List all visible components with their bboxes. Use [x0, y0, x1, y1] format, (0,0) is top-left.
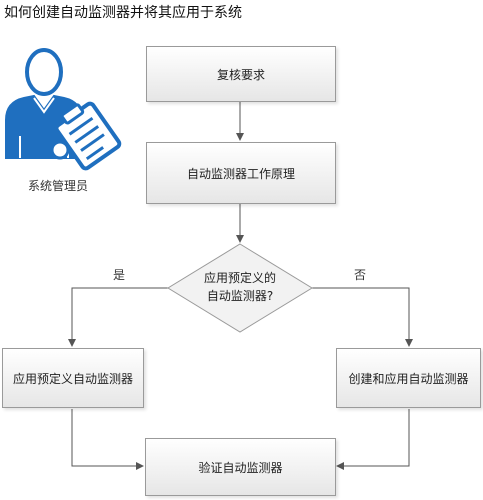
- step-apply-predefined: 应用预定义自动监测器: [2, 348, 144, 408]
- connector-decision-no: [312, 287, 413, 347]
- step-how-label: 自动监测器工作原理: [186, 166, 295, 181]
- connector-apply-to-verify: [71, 409, 144, 470]
- connector-create-to-verify: [336, 409, 410, 470]
- decision-diamond: [167, 243, 313, 333]
- branch-no-label: 否: [354, 268, 367, 282]
- decision-line-2: 自动监测器?: [206, 289, 274, 303]
- step-how-monitors-work: 自动监测器工作原理: [146, 142, 336, 204]
- branch-yes-label: 是: [113, 268, 126, 282]
- role-label: 系统管理员: [27, 179, 88, 193]
- clipboard-icon: [54, 101, 122, 171]
- step-verify-label: 验证自动监测器: [198, 460, 283, 475]
- connector-decision-yes: [68, 287, 168, 347]
- step-verify: 验证自动监测器: [145, 438, 336, 496]
- step-create-and-apply: 创建和应用自动监测器: [336, 348, 481, 408]
- administrator-icon: [5, 48, 122, 171]
- decision-label: 应用预定义的 自动监测器?: [185, 269, 295, 305]
- step-apply-predefined-label: 应用预定义自动监测器: [12, 371, 133, 386]
- step-review-requirements: 复核要求: [146, 46, 336, 102]
- page-title: 如何创建自动监测器并将其应用于系统: [4, 5, 242, 21]
- step-review-label: 复核要求: [216, 67, 265, 82]
- step-create-label: 创建和应用自动监测器: [348, 371, 469, 386]
- decision-line-1: 应用预定义的: [203, 271, 276, 285]
